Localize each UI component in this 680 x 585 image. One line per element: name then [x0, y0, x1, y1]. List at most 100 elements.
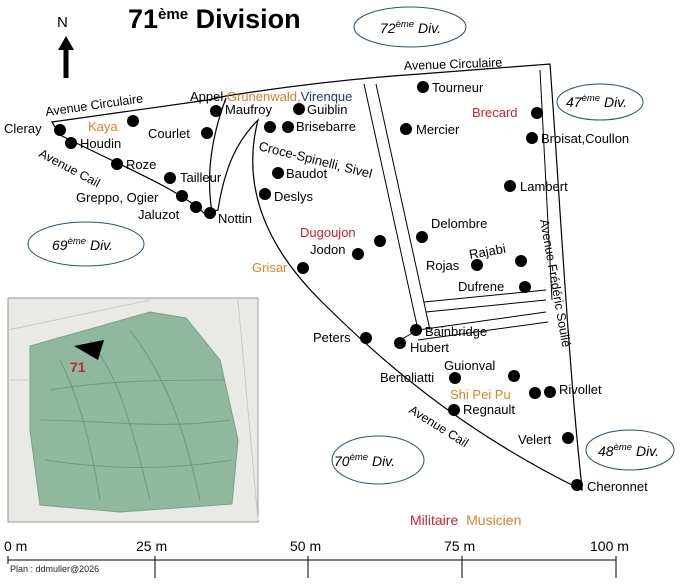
grave-marker-cheronnet [571, 479, 583, 491]
grave-marker-bertoliatti [449, 372, 461, 384]
street-avenue-cail-bottom: Avenue Cail [406, 403, 470, 450]
street-avenue-circulaire-left: Avenue Circulaire [44, 91, 143, 119]
left-inner-path [208, 97, 227, 213]
grave-label-delombre: Delombre [431, 216, 487, 231]
grave-marker-jodon [352, 248, 364, 260]
grave-marker-croce-spinelli-sivel [264, 121, 276, 133]
street-avenue-cail-left: Avenue Cail [37, 146, 103, 190]
grave-marker-mercier [400, 123, 412, 135]
grave-label-baudot: Baudot [286, 166, 328, 181]
grave-marker-cleray [54, 124, 66, 136]
grave-label-cleray: Cleray [4, 121, 42, 136]
svg-text:72ème Div.: 72ème Div. [380, 19, 441, 36]
grave-label-guiblin: Guiblin [307, 102, 347, 117]
grave-label-velert: Velert [518, 432, 552, 447]
grave-label-rojas: Rojas [426, 258, 460, 273]
street-avenue-circulaire-top: Avenue Circulaire [404, 56, 503, 73]
grave-marker-guiblin [293, 103, 305, 115]
grave-label-nottin: Nottin [218, 211, 252, 226]
neighbor-div-70: 70ème Div. [331, 435, 425, 485]
grave-marker-rojas [471, 259, 483, 271]
grave-label-tourneur: Tourneur [432, 80, 484, 95]
grave-label-brisebarre: Brisebarre [296, 119, 356, 134]
svg-text:70ème Div.: 70ème Div. [334, 452, 395, 469]
scale-tick-75: 75 m [444, 538, 476, 554]
grave-label-hubert: Hubert [410, 340, 449, 355]
grave-marker-guionval [508, 370, 520, 382]
grave-label-maufroy: Maufroy [225, 102, 272, 117]
street-avenue-frederic-soulie: Avenue Frédéric Soulié [537, 218, 573, 348]
scale-tick-25: 25 m [136, 538, 168, 554]
grave-label-dufrene: Dufrene [458, 279, 504, 294]
grave-marker-deslys [259, 188, 271, 200]
legend: Militaire Musicien [410, 512, 521, 528]
neighbor-div-47: 47ème Div. [556, 83, 644, 121]
grave-label-broisat-coullon: Broisat,Coullon [541, 131, 629, 146]
grave-marker-peters [360, 332, 372, 344]
grave-label-cheronnet: Cheronnet [587, 479, 648, 494]
label-appel-grunenwald-virenque: Appel,Grunenwald,Virenque [190, 89, 352, 104]
grave-label-brecard: Brecard [472, 105, 518, 120]
grave-label-deslys: Deslys [274, 189, 314, 204]
grave-label-houdin: Houdin [80, 136, 121, 151]
grave-marker-houdin [65, 137, 77, 149]
grave-marker-bainbridge [410, 324, 422, 336]
grave-label-courlet: Courlet [148, 126, 190, 141]
grave-label-guionval: Guionval [444, 358, 495, 373]
grave-marker-brecard [531, 107, 543, 119]
grave-marker-delombre [416, 231, 428, 243]
grave-label-jaluzot: Jaluzot [138, 207, 180, 222]
grave-label-shi-pei-pu: Shi Pei Pu [450, 387, 511, 402]
grave-marker-rivollet [544, 386, 556, 398]
grave-label-dugoujon: Dugoujon [300, 225, 356, 240]
grave-label-greppo-ogier: Greppo, Ogier [76, 190, 159, 205]
grave-marker-greppo-ogier [176, 190, 188, 202]
scale-tick-50: 50 m [290, 538, 322, 554]
grave-label-rivollet: Rivollet [559, 382, 602, 397]
inset-marker-label: 71 [70, 359, 86, 375]
grave-label-bertoliatti: Bertoliatti [380, 370, 434, 385]
grave-marker-broisat-coullon [526, 132, 538, 144]
grave-marker-velert [562, 432, 574, 444]
grave-label-regnault: Regnault [463, 402, 515, 417]
north-letter: N [57, 14, 68, 31]
scale-tick-100: 100 m [590, 538, 629, 554]
page-title: 71ème Division [128, 4, 301, 34]
grave-label-peters: Peters [313, 330, 351, 345]
svg-text:47ème Div.: 47ème Div. [566, 93, 627, 110]
grave-marker-courlet [201, 127, 213, 139]
grave-label-jodon: Jodon [310, 242, 345, 257]
grave-marker-dufrene [519, 281, 531, 293]
grave-marker-lambert [504, 180, 516, 192]
grave-marker-tailleur [164, 172, 176, 184]
internal-paths [363, 69, 553, 341]
legend-military: Militaire [410, 512, 459, 528]
grave-label-tailleur: Tailleur [180, 170, 222, 185]
grave-marker-dugoujon [374, 235, 386, 247]
inset-map: 71 [7, 297, 259, 523]
grave-marker-tourneur [417, 81, 429, 93]
grave-label-rajabi: Rajabi [468, 241, 507, 262]
svg-text:48ème Div.: 48ème Div. [598, 442, 659, 459]
division-outline [51, 63, 583, 491]
neighbor-div-48: 48ème Div. [585, 429, 675, 471]
grave-marker-rajabi [515, 255, 527, 267]
scale-bar [7, 556, 617, 578]
grave-marker-hubert [394, 337, 406, 349]
grave-label-bainbridge: Bainbridge [425, 324, 487, 339]
north-arrow-icon [58, 36, 74, 78]
neighbor-div-72: 72ème Div. [353, 6, 467, 48]
svg-text:69ème Div.: 69ème Div. [52, 236, 113, 253]
grave-marker-brisebarre [282, 121, 294, 133]
grave-marker-regnault [448, 404, 460, 416]
grave-marker-kaya [127, 115, 139, 127]
grave-marker-baudot [272, 167, 284, 179]
neighbor-div-69: 69ème Div. [27, 221, 145, 267]
grave-label-mercier: Mercier [416, 122, 460, 137]
grave-label-kaya: Kaya [88, 119, 118, 134]
grave-marker-maufroy [210, 105, 222, 117]
grave-label-lambert: Lambert [520, 179, 568, 194]
grave-marker-roze [111, 158, 123, 170]
